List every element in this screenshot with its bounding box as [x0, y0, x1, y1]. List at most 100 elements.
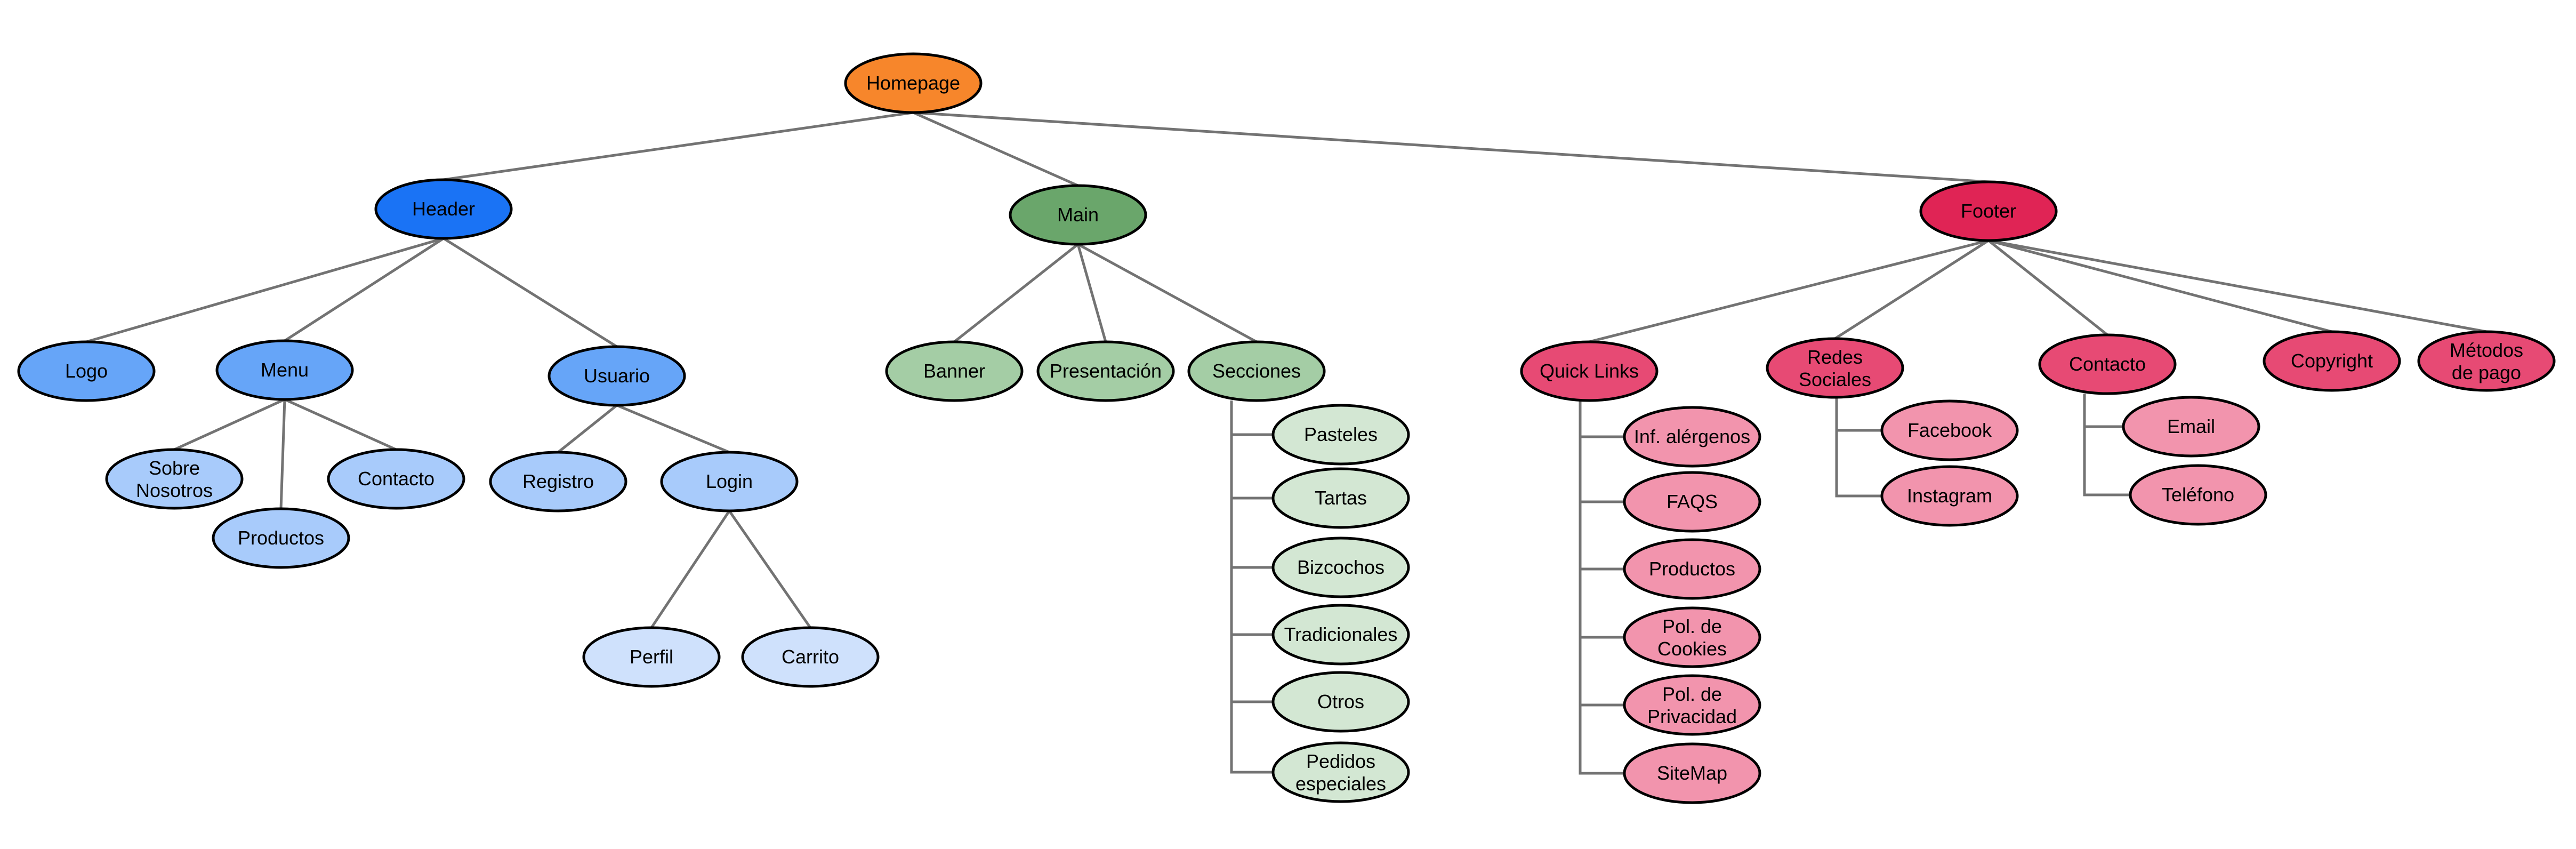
- edge-contacto-footer-to-email: [2083, 394, 2123, 428]
- node-presentacion: Presentación: [1036, 340, 1175, 402]
- edge-redes-sociales-to-instagram: [1835, 397, 1882, 498]
- node-label-inf-alergenos: Inf. alérgenos: [1634, 426, 1750, 447]
- node-shape-bizcochos: [1271, 536, 1410, 598]
- node-shape-inf-alergenos: [1623, 406, 1761, 468]
- node-shape-menu: [215, 339, 354, 401]
- node-label-usuario: Usuario: [584, 365, 650, 387]
- edge-secciones-to-pedidos-especiales: [1230, 401, 1273, 774]
- node-shape-footer: [1919, 180, 2058, 242]
- node-shape-pedidos-especiales: [1271, 741, 1410, 803]
- node-shape-login: [660, 451, 799, 512]
- edge-quick-links-to-inf-alergenos: [1579, 401, 1624, 438]
- node-shape-perfil: [582, 626, 721, 688]
- edge-quick-links-to-sitemap: [1579, 401, 1624, 775]
- node-label-productos-menu: Productos: [238, 527, 324, 549]
- edge-menu-to-sobre-nosotros: [173, 398, 286, 451]
- node-facebook: Facebook: [1880, 399, 2019, 461]
- node-productos-menu: Productos: [212, 507, 350, 569]
- node-shape-sitemap: [1623, 742, 1761, 804]
- diagram-edges: [86, 111, 2487, 775]
- node-label-otros: Otros: [1317, 691, 1364, 712]
- node-label-copyright: Copyright: [2291, 350, 2373, 372]
- node-label-pasteles: Pasteles: [1304, 423, 1378, 445]
- node-quick-links: Quick Links: [1520, 340, 1659, 402]
- edge-homepage-to-header: [443, 111, 914, 181]
- node-label-telefono: Teléfono: [2162, 484, 2234, 506]
- node-shape-pasteles: [1271, 404, 1410, 466]
- node-label-secciones: Secciones: [1212, 360, 1301, 382]
- node-shape-instagram: [1880, 465, 2019, 527]
- node-sitemap: SiteMap: [1623, 742, 1761, 804]
- edge-menu-to-productos-menu: [279, 399, 286, 509]
- edge-secciones-to-tartas: [1230, 401, 1273, 500]
- node-footer: Footer: [1919, 180, 2058, 242]
- node-label-contacto-footer: Contacto: [2069, 353, 2146, 375]
- node-productos-quick: Productos: [1623, 538, 1761, 600]
- edge-homepage-to-main: [912, 111, 1079, 187]
- node-shape-logo: [17, 340, 156, 402]
- edge-contacto-footer-to-telefono: [2083, 394, 2130, 496]
- node-label-registro: Registro: [522, 470, 594, 492]
- node-label-login: Login: [706, 470, 753, 492]
- edge-redes-sociales-to-facebook: [1835, 397, 1882, 432]
- node-label-homepage: Homepage: [866, 72, 960, 94]
- node-label-main: Main: [1057, 204, 1099, 226]
- node-registro: Registro: [489, 451, 627, 512]
- node-menu: Menu: [215, 339, 354, 401]
- node-contacto-menu: Contacto: [327, 448, 465, 510]
- node-usuario: Usuario: [548, 345, 686, 407]
- edge-usuario-to-login: [616, 404, 730, 454]
- node-tartas: Tartas: [1271, 467, 1410, 529]
- edge-menu-to-contacto-menu: [284, 398, 397, 451]
- node-shape-facebook: [1880, 399, 2019, 461]
- node-shape-tartas: [1271, 467, 1410, 529]
- edge-header-to-usuario: [442, 237, 618, 348]
- node-pasteles: Pasteles: [1271, 404, 1410, 466]
- edge-footer-to-metodos-de-pago: [1988, 239, 2487, 333]
- node-instagram: Instagram: [1880, 465, 2019, 527]
- node-main: Main: [1009, 184, 1147, 246]
- node-logo: Logo: [17, 340, 156, 402]
- edge-quick-links-to-pol-privacidad: [1579, 401, 1624, 707]
- node-shape-homepage: [844, 52, 983, 114]
- node-secciones: Secciones: [1187, 340, 1326, 402]
- node-label-footer: Footer: [1961, 200, 2016, 222]
- node-shape-secciones: [1187, 340, 1326, 402]
- node-faqs: FAQS: [1623, 471, 1761, 533]
- node-shape-contacto-menu: [327, 448, 465, 510]
- node-shape-contacto-footer: [2038, 333, 2177, 395]
- node-label-productos-quick: Productos: [1649, 558, 1735, 580]
- edge-secciones-to-otros: [1230, 401, 1273, 703]
- edge-header-to-logo: [86, 237, 444, 343]
- node-shape-productos-quick: [1623, 538, 1761, 600]
- node-tradicionales: Tradicionales: [1271, 604, 1410, 666]
- node-shape-copyright: [2263, 330, 2401, 392]
- node-shape-carrito: [741, 626, 880, 688]
- node-label-quick-links: Quick Links: [1540, 360, 1639, 382]
- edge-secciones-to-pasteles: [1230, 401, 1273, 436]
- edge-login-to-carrito: [728, 510, 812, 629]
- node-shape-tradicionales: [1271, 604, 1410, 666]
- node-bizcochos: Bizcochos: [1271, 536, 1410, 598]
- node-label-header: Header: [412, 198, 475, 220]
- node-shape-header: [374, 178, 513, 240]
- node-homepage: Homepage: [844, 52, 983, 114]
- node-shape-sobre-nosotros: [105, 448, 244, 510]
- edge-secciones-to-bizcochos: [1230, 401, 1273, 569]
- node-label-banner: Banner: [923, 360, 985, 382]
- node-shape-redes-sociales: [1766, 337, 1904, 399]
- node-shape-pol-cookies: [1623, 606, 1761, 668]
- node-telefono: Teléfono: [2129, 464, 2267, 526]
- node-shape-presentacion: [1036, 340, 1175, 402]
- node-contacto-footer: Contacto: [2038, 333, 2177, 395]
- node-shape-email: [2122, 396, 2260, 458]
